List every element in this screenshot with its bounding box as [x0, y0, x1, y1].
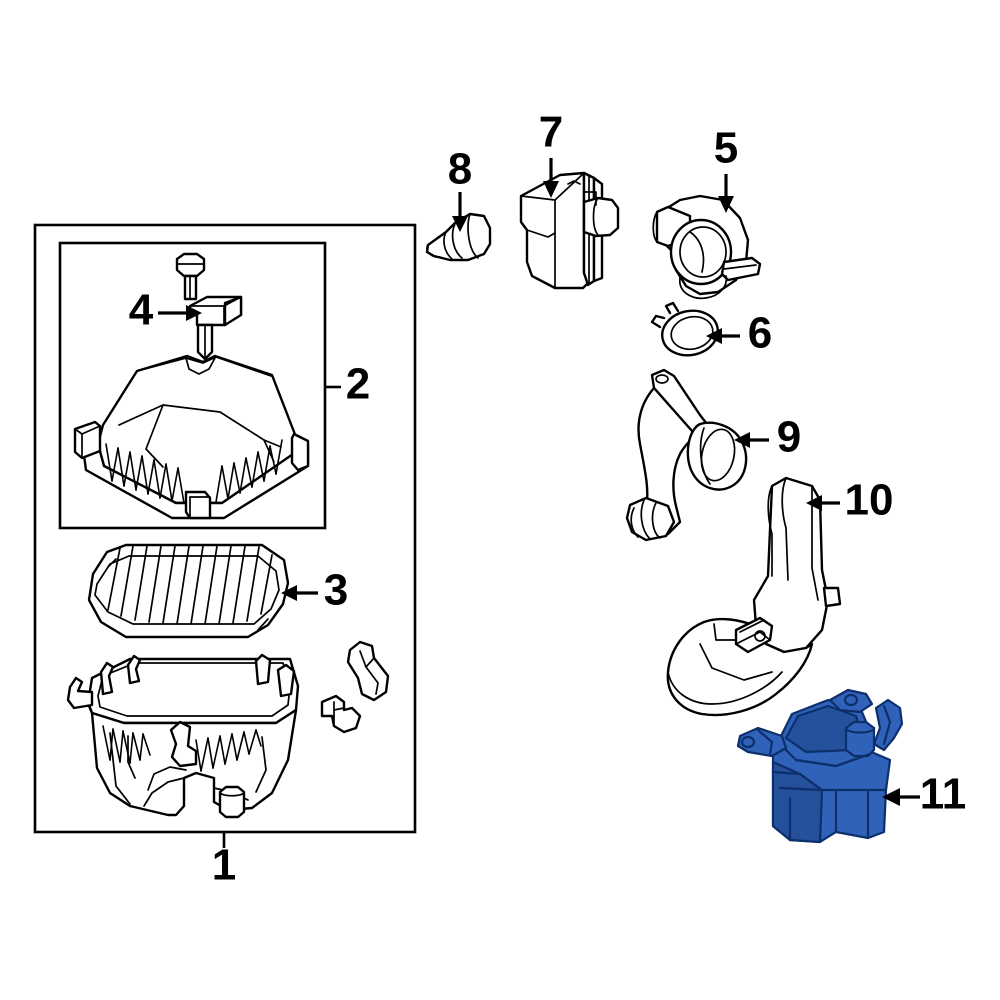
callout-1-label: 1	[212, 841, 236, 890]
callout-8-label: 8	[448, 145, 472, 194]
part-5-air-cleaner-hose: 5	[652, 124, 762, 300]
case-rib-hatching	[102, 725, 262, 772]
callout-11-label: 11	[920, 770, 967, 819]
callout-5-label: 5	[714, 124, 738, 173]
part-11-washer-fluid-reservoir: 11	[736, 688, 967, 844]
part-8-vent-hose-connector: 8	[425, 145, 492, 262]
callout-3-label: 3	[324, 566, 348, 615]
part-3-air-filter-element: 3	[87, 543, 348, 639]
cap-rib-hatching	[105, 439, 283, 504]
callout-4-label: 4	[129, 286, 154, 335]
group-box-air-cleaner-cap	[58, 241, 327, 530]
filter-pleats	[107, 545, 273, 625]
part-2-air-cleaner-cap: 2	[73, 354, 370, 520]
callout-10-label: 10	[845, 476, 894, 525]
callout-9-label: 9	[777, 413, 801, 462]
part-4-mass-air-flow-sensor: 4	[129, 252, 243, 361]
part-10-air-intake-resonator-duct: 10	[666, 476, 894, 717]
callout-6-label: 6	[748, 309, 772, 358]
callout-7-label: 7	[539, 108, 563, 157]
part-1-air-cleaner-case-lower: 1	[66, 640, 390, 890]
part-6-hose-clamp: 6	[650, 301, 772, 358]
part-9-air-inlet-duct: 9	[625, 368, 801, 542]
part-7-air-resonator-box: 7	[519, 108, 620, 290]
callout-2-label: 2	[346, 360, 370, 409]
